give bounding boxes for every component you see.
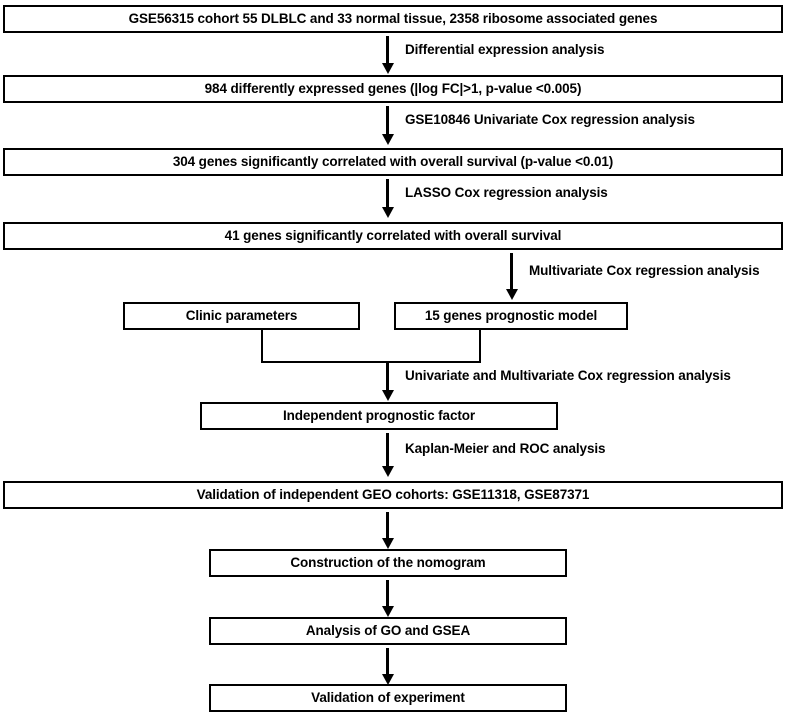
node-analysis-go-gsea[interactable]: Analysis of GO and GSEA xyxy=(209,617,567,645)
node-genes304-label: 304 genes significantly correlated with … xyxy=(172,153,614,169)
node-validation-geo-cohorts[interactable]: Validation of independent GEO cohorts: G… xyxy=(3,481,783,509)
node-cohort-label: GSE56315 cohort 55 DLBLC and 33 normal t… xyxy=(128,10,658,26)
node-genes304[interactable]: 304 genes significantly correlated with … xyxy=(3,148,783,176)
arrow-genes304-to-genes41 xyxy=(381,179,394,219)
arrow-cohort-to-deg xyxy=(381,36,394,74)
merge-connector-right-stem xyxy=(479,330,481,363)
edge-label-multivariate-cox: Multivariate Cox regression analysis xyxy=(529,263,760,278)
node-validation-experiment[interactable]: Validation of experiment xyxy=(209,684,567,712)
node-construction-nomogram[interactable]: Construction of the nomogram xyxy=(209,549,567,577)
arrow-indepfactor-to-validgeo xyxy=(381,433,394,478)
edge-label-lasso-cox: LASSO Cox regression analysis xyxy=(405,185,608,200)
node-clinic-parameters[interactable]: Clinic parameters xyxy=(123,302,360,330)
node-independent-prognostic-factor[interactable]: Independent prognostic factor xyxy=(200,402,558,430)
node-independent-prognostic-factor-label: Independent prognostic factor xyxy=(282,407,476,423)
merge-connector-left-stem xyxy=(261,330,263,363)
edge-label-univariate-multivariate-cox: Univariate and Multivariate Cox regressi… xyxy=(405,368,731,383)
arrow-nomogram-to-gogsea xyxy=(381,580,394,618)
node-analysis-go-gsea-label: Analysis of GO and GSEA xyxy=(305,622,471,638)
node-15-genes-prognostic-model-label: 15 genes prognostic model xyxy=(424,307,598,323)
node-genes41[interactable]: 41 genes significantly correlated with o… xyxy=(3,222,783,250)
node-deg-label: 984 differently expressed genes (|log FC… xyxy=(204,80,582,96)
node-construction-nomogram-label: Construction of the nomogram xyxy=(290,554,486,570)
node-15-genes-prognostic-model[interactable]: 15 genes prognostic model xyxy=(394,302,628,330)
node-validation-geo-cohorts-label: Validation of independent GEO cohorts: G… xyxy=(196,486,590,502)
merge-connector-bar xyxy=(261,361,481,363)
arrow-gogsea-to-validexp xyxy=(381,648,394,686)
node-validation-experiment-label: Validation of experiment xyxy=(311,689,465,705)
arrow-merge-to-indepfactor xyxy=(381,362,394,402)
node-clinic-parameters-label: Clinic parameters xyxy=(185,307,298,323)
node-cohort[interactable]: GSE56315 cohort 55 DLBLC and 33 normal t… xyxy=(3,5,783,33)
edge-label-gse10846-univariate-cox: GSE10846 Univariate Cox regression analy… xyxy=(405,112,695,127)
node-deg[interactable]: 984 differently expressed genes (|log FC… xyxy=(3,75,783,103)
arrow-validgeo-to-nomogram xyxy=(381,512,394,550)
arrow-genes41-to-model15 xyxy=(505,253,518,301)
node-genes41-label: 41 genes significantly correlated with o… xyxy=(224,227,562,243)
arrow-deg-to-genes304 xyxy=(381,106,394,146)
edge-label-differential-expression: Differential expression analysis xyxy=(405,42,605,57)
edge-label-kaplan-meier-roc: Kaplan-Meier and ROC analysis xyxy=(405,441,606,456)
